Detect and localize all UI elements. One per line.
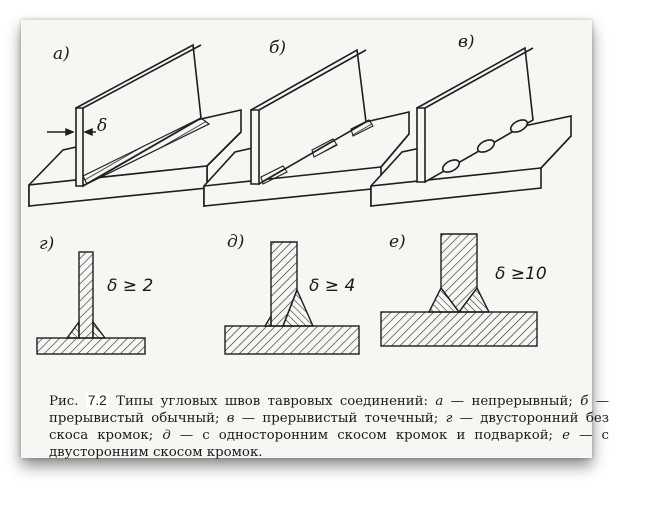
caption-item-desc: прерывистый точечный; [262,411,439,426]
caption-item-desc: двусторонний без скоса кромок; [49,411,609,443]
caption-item-desc: с односторонним скосом кромок и подварко… [202,428,554,443]
label-delta: δ [97,116,108,136]
caption-item-letter: б [580,394,589,409]
caption-text: Типы угловых швов тавровых соединений: [116,394,429,409]
caption-item-desc: непрерывный; [471,394,573,409]
caption-number: 7.2 [85,393,109,408]
caption-item-desc: с двусторонним скосом кромок. [49,428,609,460]
label-v: в) [458,32,475,52]
section-e [380,233,538,347]
t-joint-weld-drawings [28,43,572,355]
caption-item-letter: г [445,411,453,426]
caption-item-letter: е [562,428,571,443]
delta-marker-a [47,127,96,137]
figure-caption: Рис. 7.2 Типы угловых швов тавровых соед… [49,393,610,460]
section-g [36,251,146,355]
dimension-d: δ ≥ 4 [309,276,356,296]
dimension-e: δ ≥10 [495,264,547,284]
joint-a-continuous [28,43,242,207]
figure-frame: а) б) в) г) д) е) δ δ ≥ 2 δ ≥ 4 δ ≥10 Ри… [21,20,609,460]
caption-item-letter: д [162,428,171,443]
label-a: а) [53,44,70,64]
joint-v-spot [370,46,572,207]
joint-b-intermittent [203,48,410,207]
caption-item-letter: а [435,394,444,409]
label-g: г) [39,234,55,254]
label-e: е) [389,232,406,252]
section-d [224,241,360,355]
caption-item-letter: в [226,411,235,426]
dimension-g: δ ≥ 2 [107,276,154,296]
caption-prefix: Рис. [49,394,79,409]
caption-item-desc: прерывистый обычный; [49,411,220,426]
label-b: б) [269,38,287,58]
label-d: д) [227,232,245,252]
